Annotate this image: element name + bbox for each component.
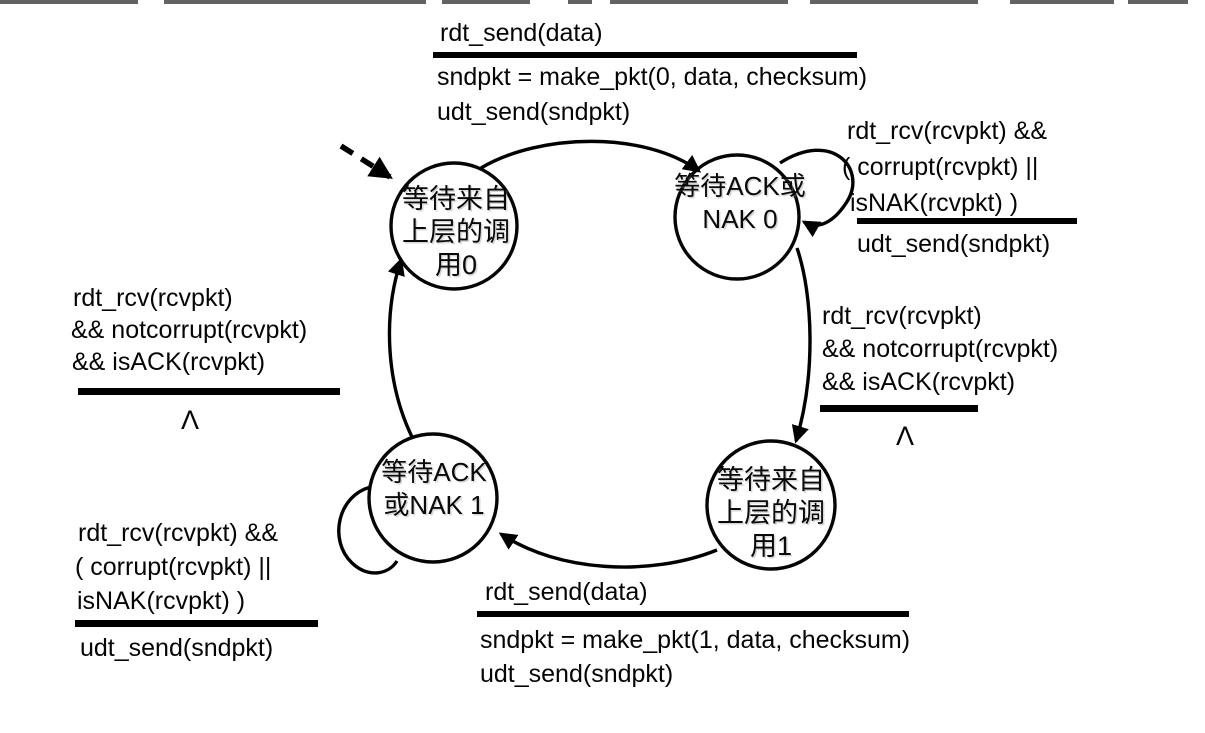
transition-recv-ack-1-action: Λ [181,405,200,435]
transition-nak-1-event1: rdt_rcv(rcvpkt) && [78,519,279,547]
self-loop-nak-0 [779,148,855,238]
transition-nak-1-rule [75,620,318,627]
transition-recv-ack-1-rule [78,388,340,395]
transition-recv-ack-1-event1: rdt_rcv(rcvpkt) [73,284,233,312]
transition-send-1-action2: udt_send(sndpkt) [480,660,674,688]
transition-send-0-rule [433,52,857,58]
state-circle-wait-ack-nak-0 [673,153,801,281]
transition-nak-1-event3: isNAK(rcvpkt) ) [77,587,246,615]
transition-nak-0-event1: rdt_rcv(rcvpkt) && [847,117,1048,145]
state-label-wait-ack-nak-1: 等待ACK 或NAK 1 [381,457,487,520]
state-label-wait-call-1: 等待来自 上层的调 用1 [717,465,825,561]
transition-recv-ack-0-event3: && isACK(rcvpkt) [822,368,1016,396]
state-circle-wait-call-0 [389,161,519,291]
transition-send-0-action2: udt_send(sndpkt) [437,98,631,126]
transition-arc-recv-ack-0 [791,247,812,444]
state-label-wait-call-0: 等待来自 上层的调 用0 [402,184,510,280]
transition-recv-ack-0-rule [820,405,978,412]
transition-recv-ack-0-action: Λ [896,421,915,451]
transition-recv-ack-1-event2: && notcorrupt(rcvpkt) [71,316,308,344]
transition-recv-ack-1-event3: && isACK(rcvpkt) [72,348,266,376]
state-circle-wait-ack-nak-1 [367,432,499,564]
initial-state-arrow [339,143,393,180]
transition-recv-ack-0-event2: && notcorrupt(rcvpkt) [822,335,1059,363]
transition-recv-ack-0-event1: rdt_rcv(rcvpkt) [822,302,982,330]
transition-arc-recv-ack-1 [387,257,414,438]
state-circle-wait-call-1 [705,439,837,571]
transition-arc-send-1 [498,532,718,569]
transition-send-1-action1: sndpkt = make_pkt(1, data, checksum) [480,626,911,654]
transition-nak-1-action: udt_send(sndpkt) [80,634,274,662]
state-label-wait-ack-nak-0: 等待ACK或 NAK 0 [674,171,806,234]
transition-nak-1-event2: ( corrupt(rcvpkt) || [75,553,272,581]
transition-send-1-rule [477,611,909,617]
transition-send-1-event: rdt_send(data) [485,578,648,606]
transition-nak-0-event3: isNAK(rcvpkt) ) [850,189,1019,217]
transition-nak-0-event2: ( corrupt(rcvpkt) || [842,153,1039,181]
transition-arc-send-0 [480,139,702,173]
transition-send-0-action1: sndpkt = make_pkt(0, data, checksum) [437,63,868,91]
transition-nak-0-action: udt_send(sndpkt) [857,230,1051,258]
transition-send-0-event: rdt_send(data) [440,19,603,47]
self-loop-nak-1 [337,485,399,575]
transition-nak-0-rule [857,218,1077,224]
